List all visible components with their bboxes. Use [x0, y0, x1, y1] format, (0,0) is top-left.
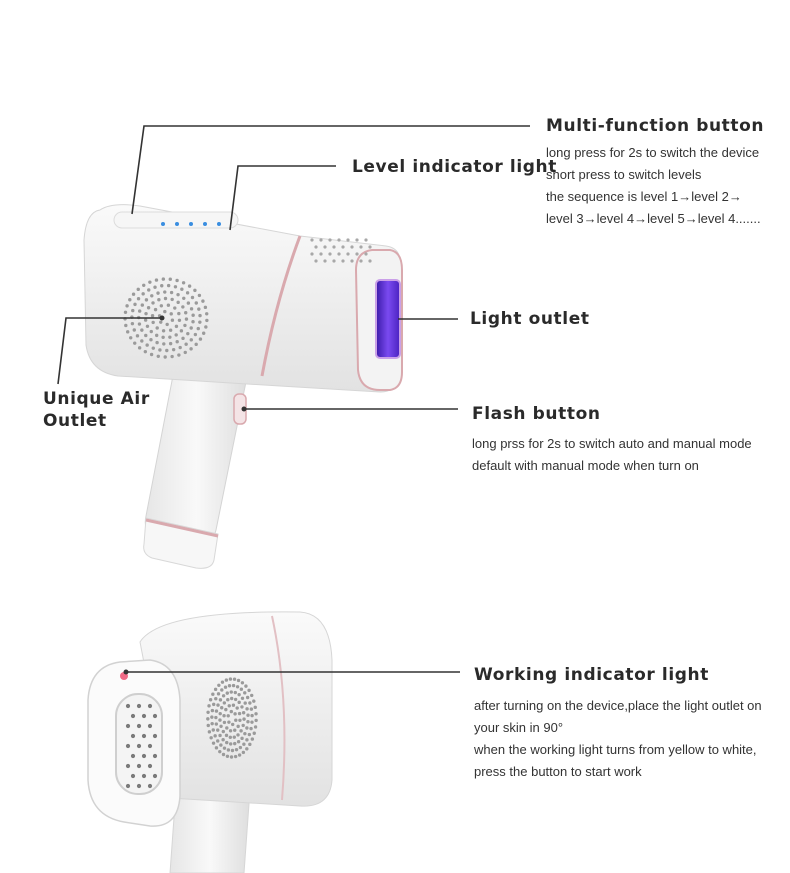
device-side-view [83, 204, 403, 569]
light-window [375, 279, 401, 359]
air-outlet-title: Unique Air Outlet [43, 388, 150, 432]
description-line: after turning on the device,place the li… [474, 698, 762, 713]
air-vent-pattern-2 [206, 677, 258, 759]
working-indicator-description: after turning on the device,place the li… [474, 695, 762, 783]
front-grille-pattern [125, 703, 158, 789]
flash-button-title: Flash button [472, 404, 601, 424]
multi-function-description: long press for 2s to switch the device s… [546, 142, 761, 230]
level-indicator-leds [161, 222, 221, 226]
description-line: level 3→level 4→level 5→level 4....... [546, 211, 761, 226]
description-line: default with manual mode when turn on [472, 458, 699, 473]
air-vent-pattern [123, 277, 209, 359]
air-outlet-title-line: Unique Air [43, 389, 150, 409]
level-indicator-title: Level indicator light [352, 157, 557, 177]
description-line: press the button to start work [474, 764, 642, 779]
working-indicator-title: Working indicator light [474, 665, 709, 685]
leader-dots [123, 315, 247, 675]
multi-function-title: Multi-function button [546, 116, 765, 136]
head-vent-pattern [310, 238, 372, 263]
device-front-view [87, 611, 333, 873]
description-line: the sequence is level 1→level 2→ [546, 189, 742, 204]
description-line: short press to switch levels [546, 167, 702, 182]
description-line: long prss for 2s to switch auto and manu… [472, 436, 752, 451]
light-outlet-title: Light outlet [470, 309, 590, 329]
air-outlet-title-line: Outlet [43, 411, 107, 431]
description-line: long press for 2s to switch the device [546, 145, 760, 160]
flash-button-description: long prss for 2s to switch auto and manu… [472, 433, 752, 477]
description-line: when the working light turns from yellow… [474, 742, 757, 757]
description-line: your skin in 90° [474, 720, 564, 735]
leader-lines [57, 125, 530, 673]
